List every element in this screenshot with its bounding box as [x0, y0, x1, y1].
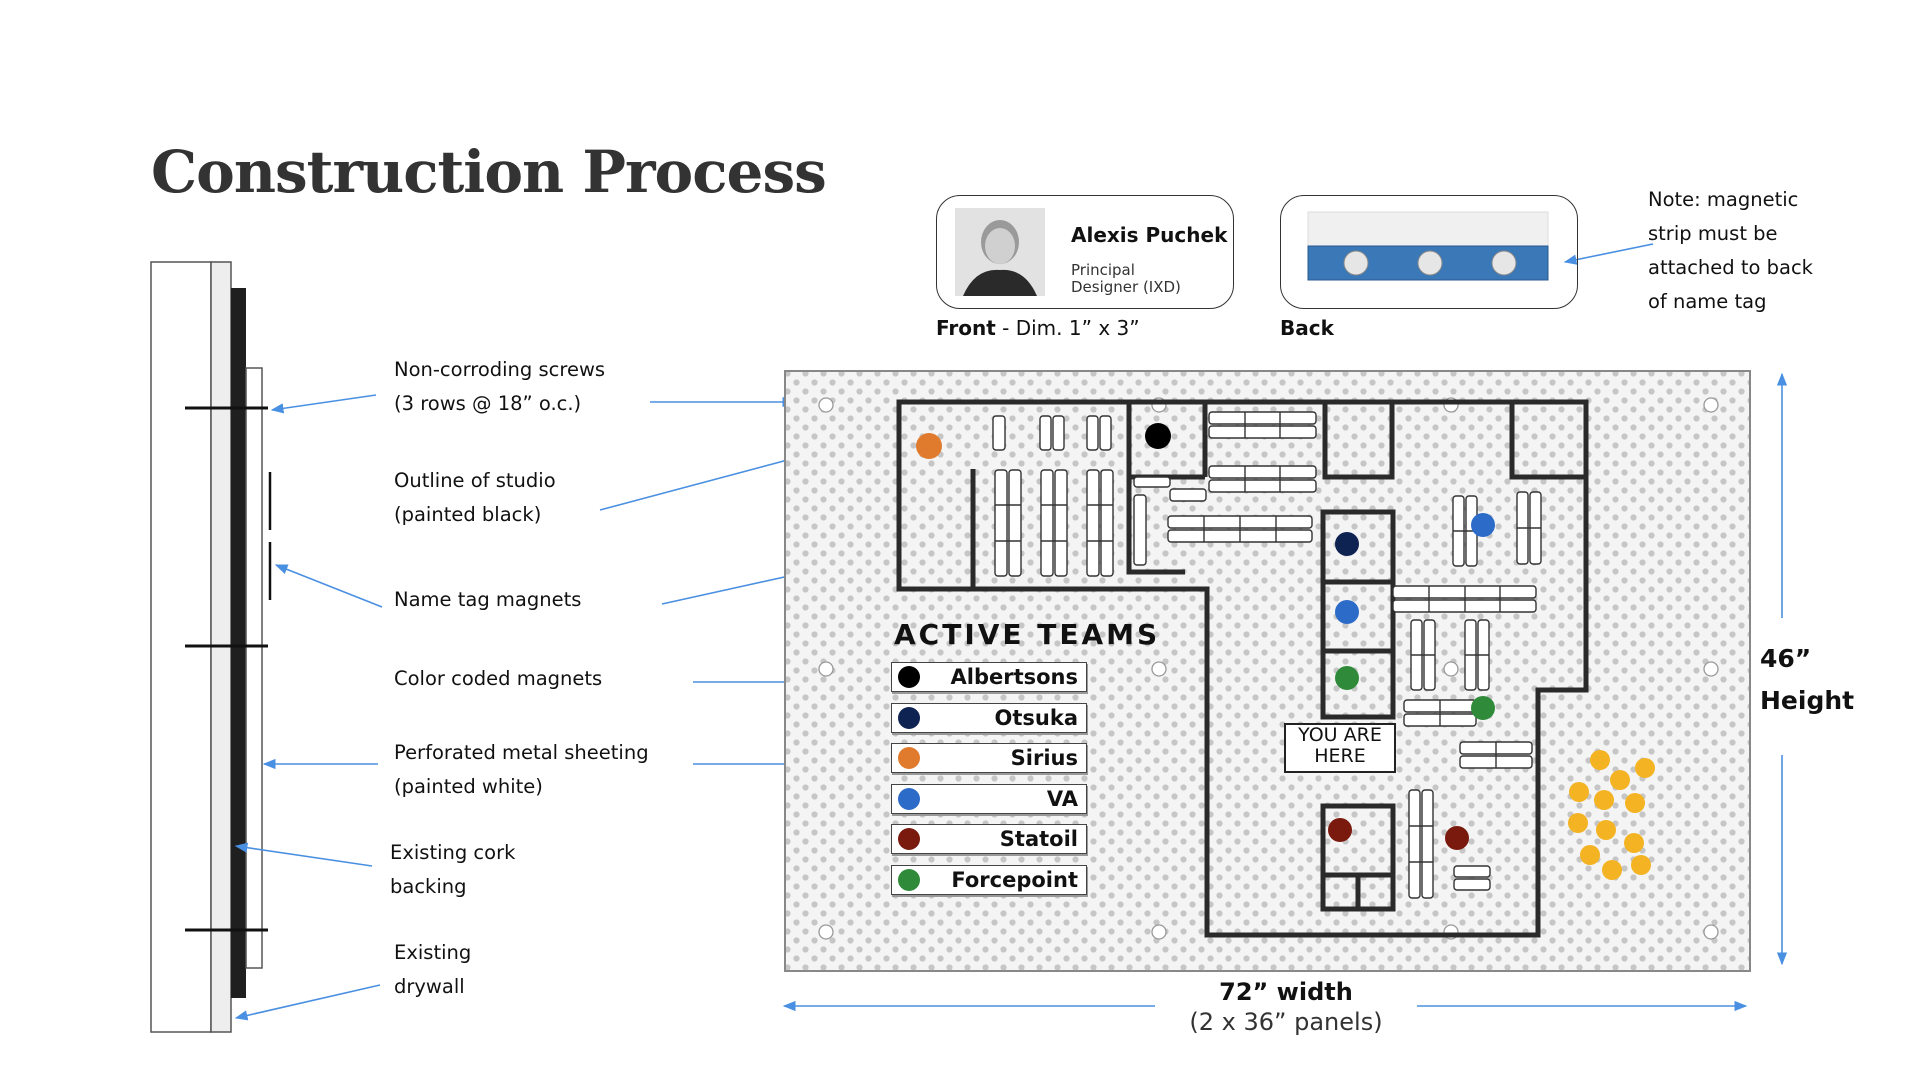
magnet-statoil: [1328, 818, 1352, 842]
width-dimension: 72” width (2 x 36” panels): [1189, 978, 1383, 1036]
magnet-otsuka: [1335, 532, 1359, 556]
team-color-dot: [898, 869, 920, 891]
emoji-cluster: [1568, 750, 1655, 880]
team-color-dot: [898, 706, 920, 729]
avatar: [955, 208, 1045, 296]
magnet-forcepoint: [1471, 696, 1495, 720]
active-teams-title: ACTIVE TEAMS: [894, 618, 1161, 651]
wall-section-view: [150, 261, 272, 1033]
team-name: VA: [1046, 786, 1078, 811]
team-row: Albertsons: [891, 662, 1087, 692]
label-outline: Outline of studio(painted black): [394, 469, 556, 526]
team-name: Statoil: [999, 827, 1078, 852]
label-color-magnets: Color coded magnets: [394, 667, 603, 690]
team-row: Otsuka: [891, 702, 1087, 733]
magnet-sirius: [916, 433, 942, 459]
name-tag-back-illustration: [1307, 211, 1549, 281]
team-row: VA: [891, 783, 1087, 814]
height-dimension: 46”Height: [1760, 644, 1855, 715]
desks: [992, 411, 1542, 899]
team-row: Statoil: [891, 824, 1087, 855]
front-caption: Front - Dim. 1” x 3”: [936, 316, 1140, 340]
name-tag-name: Alexis Puchek: [1071, 223, 1228, 247]
label-name-tag-magnets: Name tag magnets: [394, 588, 582, 611]
team-name: Sirius: [1010, 746, 1078, 771]
name-tag-back: [1280, 195, 1578, 309]
magnet-forcepoint: [1335, 666, 1359, 690]
team-name: Albertsons: [950, 665, 1079, 689]
magnet-statoil: [1445, 826, 1469, 850]
team-row: Sirius: [891, 743, 1087, 774]
team-color-dot: [898, 666, 920, 688]
team-name: Otsuka: [994, 705, 1078, 730]
team-color-dot: [898, 828, 920, 851]
magnet-albertsons: [1145, 423, 1171, 449]
team-row: Forcepoint: [891, 865, 1087, 895]
team-color-dot: [898, 787, 920, 810]
magnet-va: [1471, 513, 1495, 537]
map-magnets: [916, 423, 1495, 850]
label-metal-sheeting: Perforated metal sheeting(painted white): [394, 741, 649, 798]
board-screws: [818, 397, 1719, 940]
page-title: Construction Process: [151, 138, 827, 206]
team-name: Forcepoint: [951, 868, 1078, 892]
magnet-va: [1335, 600, 1359, 624]
label-screws: Non-corroding screws(3 rows @ 18” o.c.): [394, 358, 606, 415]
metal-sheet-layer: [245, 367, 263, 969]
back-caption: Back: [1280, 316, 1334, 340]
team-color-dot: [898, 747, 920, 770]
cork-layer: [231, 288, 246, 998]
studio-outline: [896, 399, 1589, 938]
